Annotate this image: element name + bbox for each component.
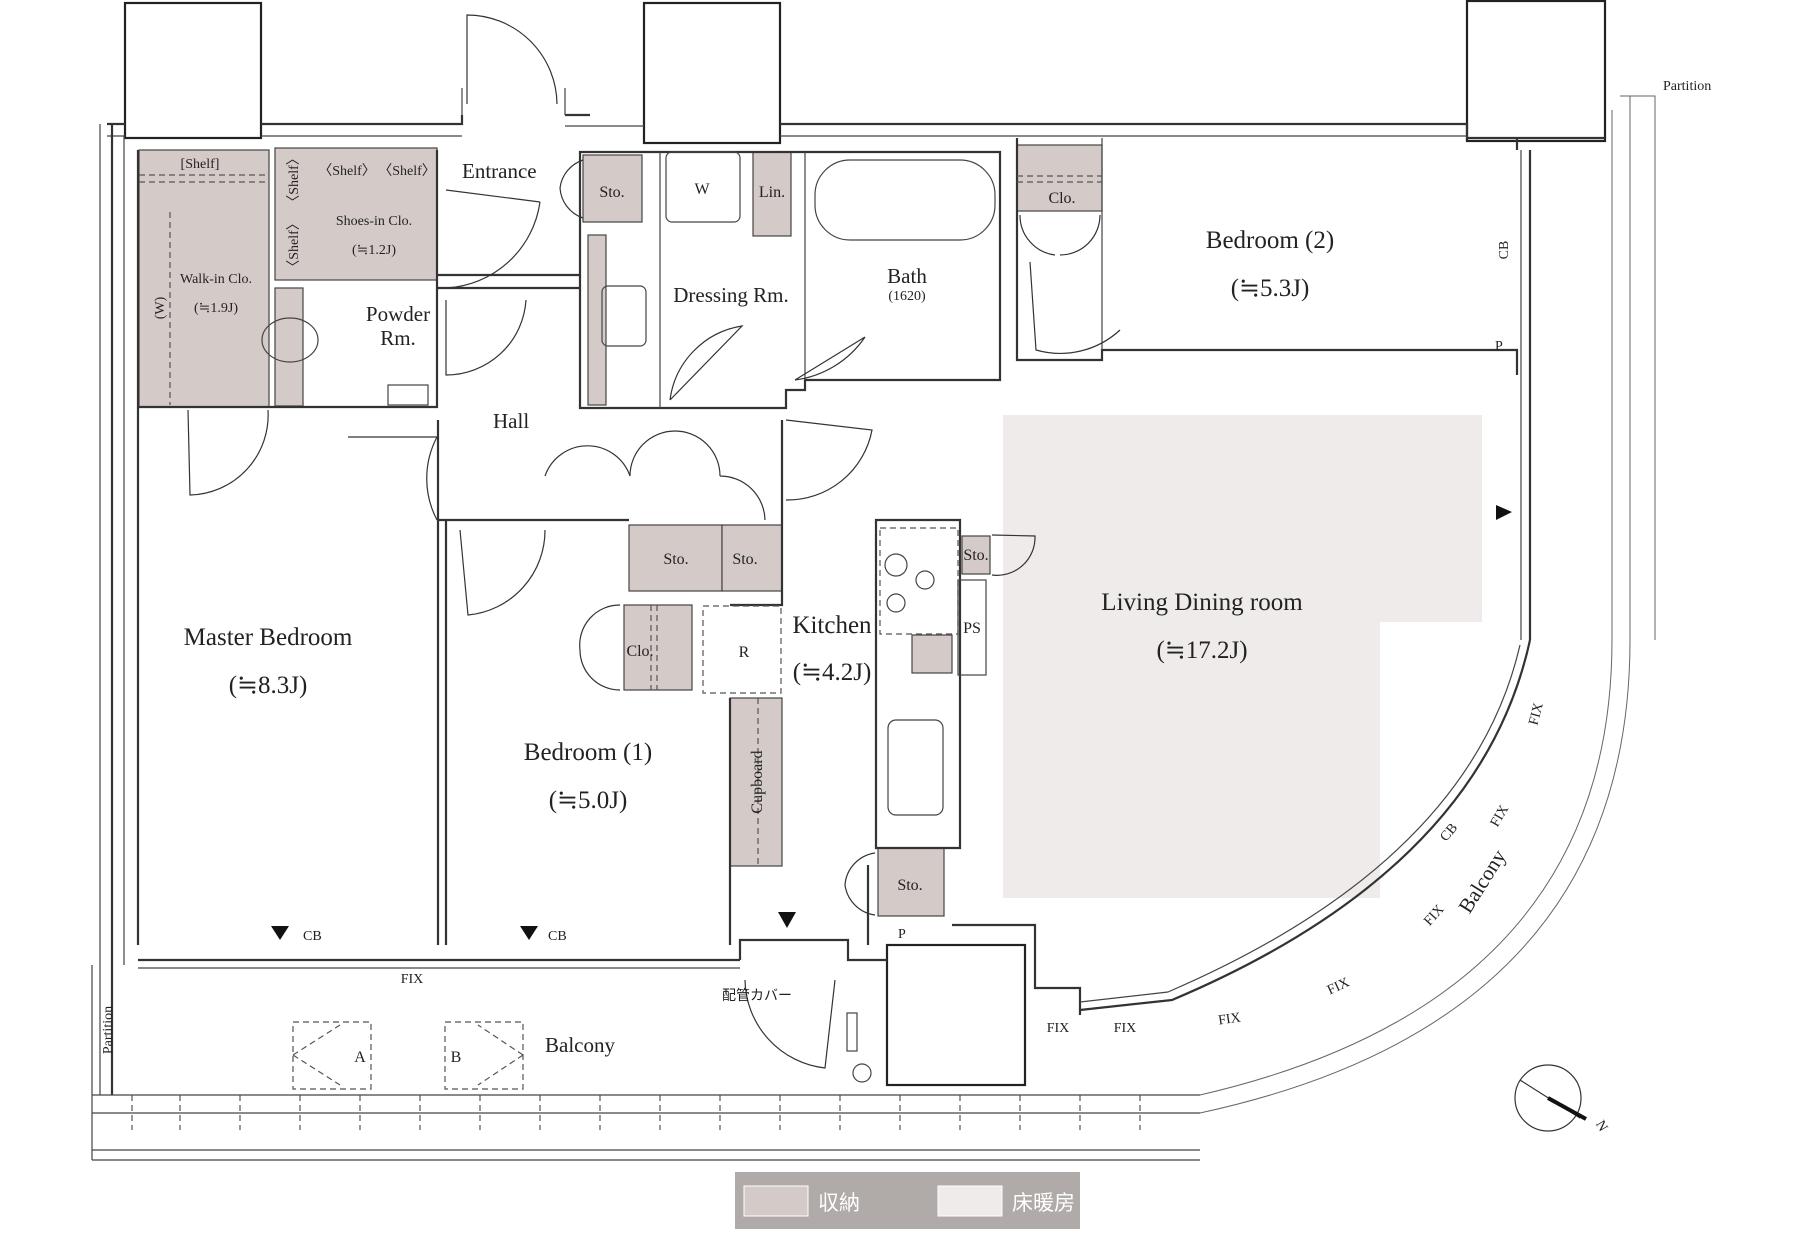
label-fix-4: FIX [1325, 975, 1352, 998]
legend-floor-heating-label: 床暖房 [1012, 1191, 1075, 1215]
label-unit-b: B [451, 1049, 462, 1066]
label-balcony-curve: Balcony [1453, 845, 1511, 917]
label-powder-rm: Rm. [380, 326, 416, 350]
label-kitchen-size: (≒4.2J) [793, 659, 872, 686]
label-cupboard: Cupboard [749, 750, 766, 813]
label-cb-1: CB [303, 929, 322, 944]
label-ps: PS [963, 620, 981, 637]
label-cb-curve: CB [1438, 821, 1462, 845]
label-sto-dressing: Sto. [599, 184, 624, 201]
label-hall: Hall [493, 409, 529, 433]
label-fix-6: FIX [1114, 1021, 1137, 1036]
walls [99, 88, 1605, 1095]
label-pipe-cover: 配管カバー [722, 988, 792, 1004]
label-fix-bottom: FIX [401, 972, 424, 987]
label-entrance: Entrance [462, 159, 537, 183]
label-shelf-v1: 〈Shelf〉 [286, 151, 302, 209]
label-north: N [1592, 1118, 1610, 1134]
label-fix-1: FIX [1526, 701, 1546, 727]
label-clo-bedroom2: Clo. [1048, 190, 1075, 207]
door-swings [187, 14, 1121, 1069]
label-p-bottom: P [898, 927, 906, 942]
label-sto-hall-2: Sto. [732, 551, 757, 568]
fixtures [139, 151, 1102, 1090]
window-markers [271, 505, 1512, 940]
label-shoes-in: Shoes-in Clo. [336, 214, 412, 229]
label-master-size: (≒8.3J) [229, 672, 308, 699]
label-fridge: R [739, 644, 750, 661]
label-fix-2: FIX [1488, 803, 1512, 830]
label-fix-3: FIX [1421, 902, 1447, 929]
label-bath: Bath [887, 264, 927, 288]
floor-heating-area [1003, 415, 1482, 898]
label-shelf-top: [Shelf] [181, 157, 220, 172]
label-unit-a: A [354, 1049, 366, 1066]
label-walk-in-w: (W) [153, 296, 168, 319]
label-bedroom2-size: (≒5.3J) [1231, 275, 1310, 302]
label-cb-right: CB [1497, 241, 1512, 260]
label-shelf-1: 〈Shelf〉 [318, 163, 376, 179]
label-walk-in: Walk-in Clo. [180, 272, 252, 287]
label-shoes-in-size: (≒1.2J) [352, 243, 396, 258]
balcony-rail [91, 965, 1200, 1161]
label-sto-bottom: Sto. [897, 877, 922, 894]
label-partition-top: Partition [1663, 79, 1711, 94]
label-walk-in-size: (≒1.9J) [194, 301, 238, 316]
label-p-right: P [1495, 339, 1503, 354]
legend-storage-label: 収納 [818, 1191, 860, 1215]
label-fix-7: FIX [1047, 1021, 1070, 1036]
label-bedroom2: Bedroom (2) [1206, 227, 1334, 254]
label-balcony-south: Balcony [545, 1033, 615, 1057]
label-clo-bedroom1: Clo. [626, 643, 653, 660]
label-bedroom1: Bedroom (1) [524, 739, 652, 766]
label-partition-left: Partition [101, 1006, 116, 1054]
label-kitchen: Kitchen [792, 612, 872, 639]
label-washer: W [694, 181, 710, 198]
label-shelf-v2: 〈Shelf〉 [286, 216, 302, 274]
label-ldr: Living Dining room [1101, 589, 1303, 616]
label-sto-hall-1: Sto. [663, 551, 688, 568]
label-cb-2: CB [548, 929, 567, 944]
curved-facade [1079, 95, 1656, 1114]
label-master: Master Bedroom [184, 624, 353, 651]
label-powder: Powder [366, 302, 430, 326]
label-dressing: Dressing Rm. [673, 283, 789, 307]
structural-columns [123, 0, 1607, 1087]
label-fix-5: FIX [1217, 1011, 1241, 1029]
label-bedroom1-size: (≒5.0J) [549, 787, 628, 814]
legend: 収納 床暖房 [735, 1172, 1080, 1229]
label-shelf-2: 〈Shelf〉 [378, 163, 436, 179]
label-bath-size: (1620) [888, 289, 926, 304]
label-sto-kitchen: Sto. [963, 547, 988, 564]
north-compass-icon [1514, 1064, 1587, 1132]
label-linen: Lin. [759, 184, 785, 201]
label-ldr-size: (≒17.2J) [1156, 637, 1247, 664]
